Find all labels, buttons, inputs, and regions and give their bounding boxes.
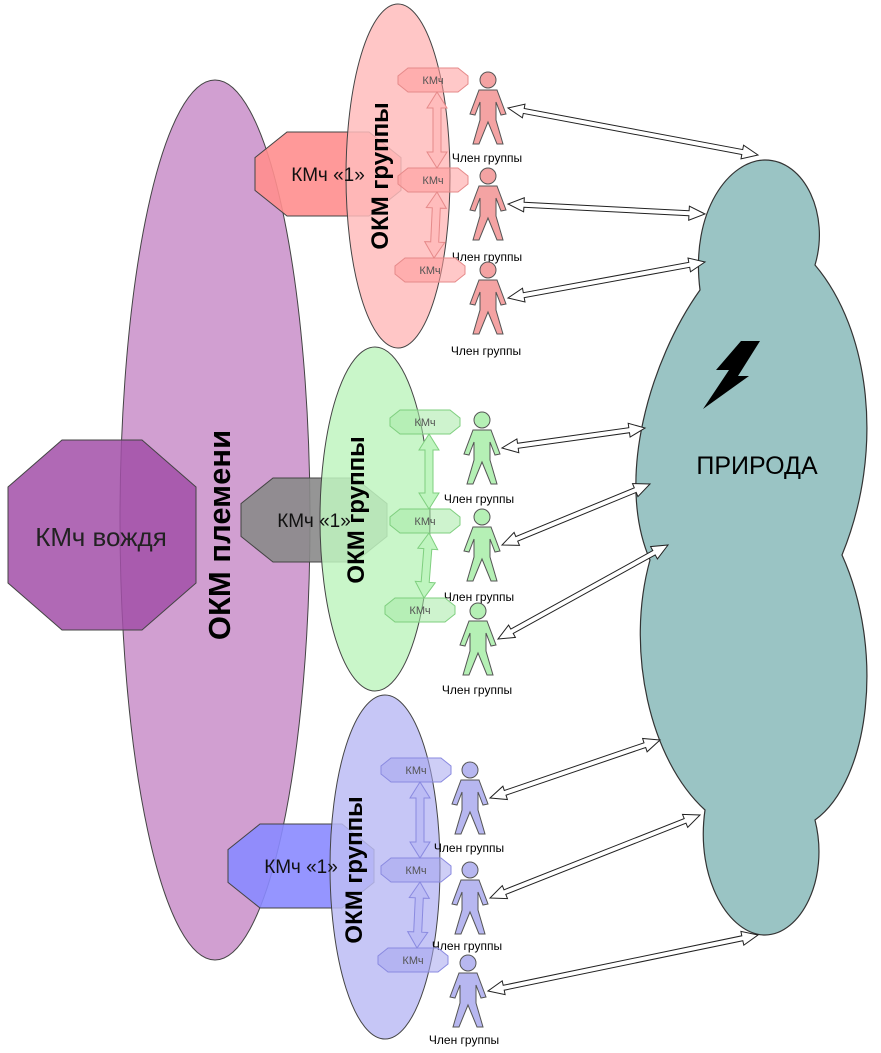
- member-caption: Член группы: [429, 1033, 499, 1047]
- person-head: [479, 261, 497, 279]
- person-body: [469, 279, 507, 335]
- member-kmch-octagon: [384, 597, 456, 623]
- person-icon: [469, 71, 507, 145]
- person-body: [463, 429, 501, 485]
- person-body: [451, 779, 489, 835]
- member-kmch-label: КМч: [422, 175, 443, 187]
- person-head: [473, 411, 491, 429]
- member-caption: Член группы: [442, 683, 512, 697]
- nature-cloud: ПРИРОДА: [635, 159, 868, 936]
- person-icon: [469, 261, 507, 335]
- person-body: [449, 972, 487, 1028]
- person-icon: [459, 602, 497, 676]
- nature-cloud-shape: [635, 159, 868, 936]
- member-nature-arrow: [506, 197, 707, 221]
- member-nature-arrow: [500, 422, 647, 454]
- chief-octagon: КМч вождя: [7, 439, 197, 631]
- member-nature-arrow: [488, 737, 662, 801]
- person-icon: [463, 411, 501, 485]
- member-kmch-octagon: [389, 508, 461, 534]
- member-nature-arrow: [488, 813, 702, 900]
- member-caption: Член группы: [451, 344, 521, 358]
- person-body: [463, 526, 501, 582]
- member-nature-arrow: [506, 257, 707, 303]
- member-kmch-label: КМч: [409, 605, 430, 617]
- member-caption: Член группы: [434, 841, 504, 855]
- tribe-label: ОКМ племени: [202, 430, 237, 640]
- person-icon: [469, 167, 507, 241]
- member-kmch-octagon: [380, 857, 452, 883]
- person-icon: [463, 508, 501, 582]
- member-kmch-octagon: [394, 257, 466, 283]
- member-nature-arrow: [496, 544, 670, 640]
- person-icon: [449, 954, 487, 1028]
- group-leader-label: КМч «1»: [291, 165, 365, 186]
- member-kmch-label: КМч: [419, 265, 440, 277]
- member-caption: Член группы: [444, 492, 514, 506]
- member-kmch-octagon: [397, 167, 469, 193]
- person-body: [469, 89, 507, 145]
- group-label: ОКМ группы: [341, 796, 368, 943]
- member-kmch-label: КМч: [405, 765, 426, 777]
- person-head: [479, 167, 497, 185]
- person-head: [459, 954, 477, 972]
- person-body: [459, 620, 497, 676]
- member-caption: Член группы: [444, 590, 514, 604]
- member-kmch-label: КМч: [405, 865, 426, 877]
- member-kmch-octagon: [389, 409, 461, 435]
- member-nature-arrow: [500, 483, 652, 546]
- chief-label: КМч вождя: [35, 522, 167, 552]
- member-kmch-octagon: [397, 67, 469, 93]
- member-caption: Член группы: [432, 939, 502, 953]
- member-kmch-label: КМч: [422, 75, 443, 87]
- person-head: [461, 761, 479, 779]
- group-label: ОКМ группы: [367, 102, 394, 249]
- member-caption: Член группы: [452, 151, 522, 165]
- lightning-icon: [703, 341, 760, 409]
- chief-octagon-shape: [7, 439, 197, 631]
- person-icon: [451, 861, 489, 935]
- member-kmch-label: КМч: [414, 417, 435, 429]
- group-label: ОКМ группы: [343, 436, 370, 583]
- group-leader-label: КМч «1»: [277, 511, 351, 532]
- person-body: [451, 879, 489, 935]
- nature-arrows: [486, 103, 760, 996]
- member-kmch-label: КМч: [414, 516, 435, 528]
- person-head: [469, 602, 487, 620]
- person-body: [469, 185, 507, 241]
- member-nature-arrow: [486, 930, 760, 996]
- member-nature-arrow: [506, 103, 760, 160]
- group-leader-label: КМч «1»: [264, 857, 338, 878]
- member-kmch-label: КМч: [402, 955, 423, 967]
- person-icon: [451, 761, 489, 835]
- person-head: [461, 861, 479, 879]
- nature-label: ПРИРОДА: [696, 452, 818, 480]
- member-kmch-octagon: [377, 947, 449, 973]
- person-head: [473, 508, 491, 526]
- person-head: [479, 71, 497, 89]
- member-kmch-octagon: [380, 757, 452, 783]
- member-caption: Член группы: [452, 250, 522, 264]
